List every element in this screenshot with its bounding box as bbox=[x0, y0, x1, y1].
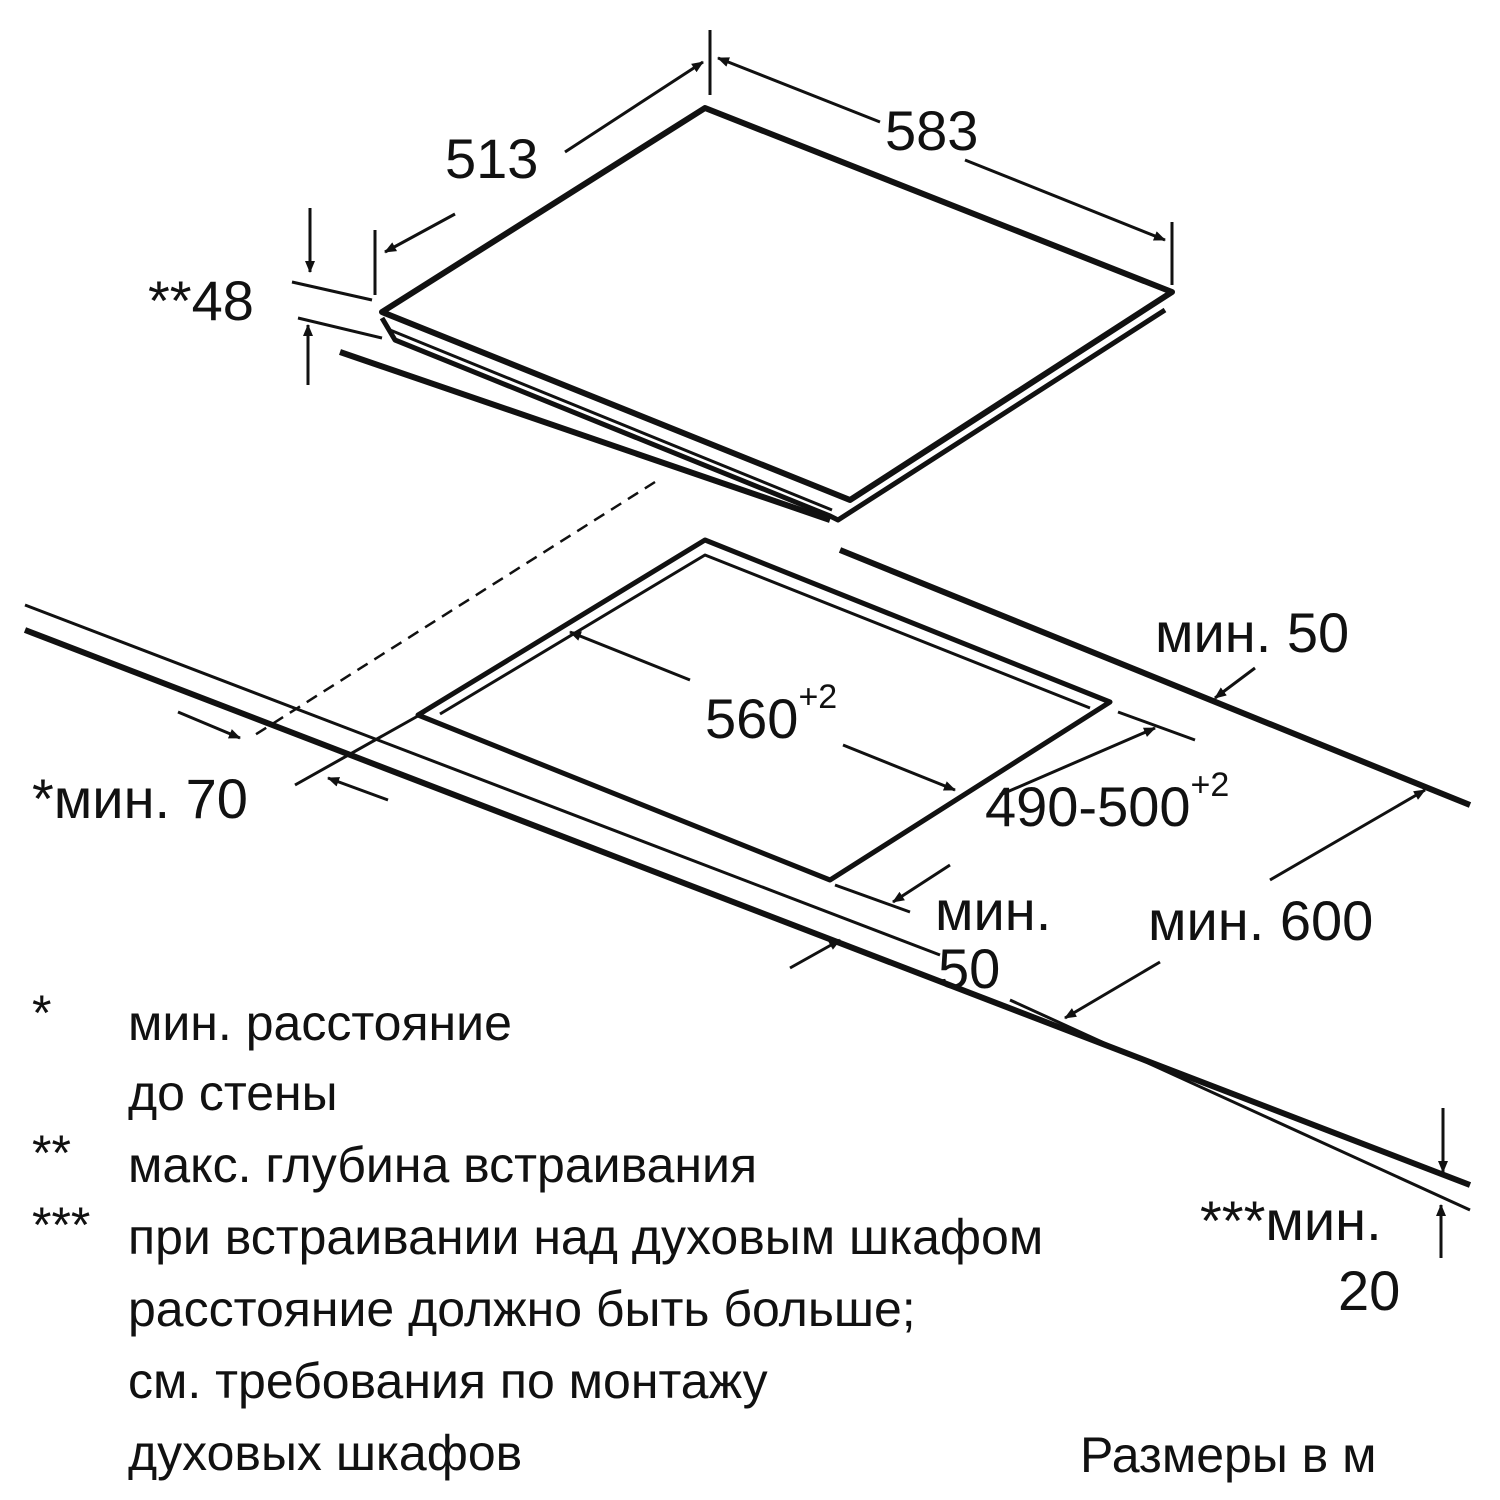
legend-text: расстояние должно быть больше; bbox=[128, 1281, 916, 1337]
front-clearance-arrow bbox=[789, 938, 841, 970]
cooktop-drawing bbox=[339, 105, 1175, 523]
dimension-arrow bbox=[564, 60, 704, 154]
label-front-min-a: мин. bbox=[935, 879, 1051, 942]
label-48: **48 bbox=[148, 269, 254, 332]
dimension-560 bbox=[569, 630, 956, 792]
dimension-arrow bbox=[999, 726, 1156, 797]
worktop-front-edge bbox=[23, 627, 1472, 1188]
legend-text: духовых шкафов bbox=[128, 1425, 522, 1481]
dimension-min-20 bbox=[1436, 1108, 1448, 1258]
label-513: 513 bbox=[445, 127, 538, 190]
dimension-arrow bbox=[1269, 788, 1426, 882]
legend-text: до стены bbox=[128, 1065, 338, 1121]
label-back-min-50: мин. 50 bbox=[1155, 601, 1349, 664]
cooktop-lower-edge bbox=[379, 307, 1167, 523]
legend-mark: ** bbox=[32, 1125, 71, 1181]
back-clearance-arrow bbox=[1214, 666, 1256, 700]
legend: * мин. расстояние до стены ** макс. глуб… bbox=[32, 985, 1043, 1481]
dimension-arrow bbox=[892, 863, 951, 904]
dimension-48 bbox=[291, 208, 383, 385]
label-min-20-b: 20 bbox=[1338, 1259, 1400, 1322]
legend-text: см. требования по монтажу bbox=[128, 1353, 768, 1409]
worktop-front-edge-top bbox=[24, 603, 941, 957]
dimension-arrow bbox=[842, 743, 956, 792]
label-min-70: *мин. 70 bbox=[32, 767, 248, 830]
cutout-inner bbox=[439, 553, 1091, 716]
cooktop-top-surface bbox=[379, 105, 1175, 503]
dimension-arrow bbox=[569, 630, 691, 682]
dimension-arrow bbox=[327, 776, 389, 802]
extension-line bbox=[1117, 710, 1196, 742]
leader-line bbox=[294, 710, 426, 787]
dimension-arrow bbox=[384, 212, 456, 254]
dimension-490-500 bbox=[834, 710, 1196, 914]
legend-mark: *** bbox=[32, 1197, 90, 1253]
worktop-drawing bbox=[23, 537, 1472, 1212]
label-490-500: 490-500+2 bbox=[985, 766, 1229, 838]
cooktop-base-line bbox=[339, 349, 831, 523]
legend-text: макс. глубина встраивания bbox=[128, 1137, 757, 1193]
dimension-arrow bbox=[964, 158, 1166, 242]
extension-line bbox=[291, 280, 373, 302]
cooktop-body-line bbox=[389, 328, 833, 512]
dimension-583 bbox=[717, 56, 1174, 285]
label-560: 560+2 bbox=[705, 678, 837, 750]
dimension-min-70 bbox=[177, 710, 426, 802]
dimension-arrow bbox=[177, 710, 241, 740]
dimension-513 bbox=[373, 30, 712, 295]
label-583: 583 bbox=[885, 99, 978, 162]
worktop-back-edge bbox=[838, 547, 1472, 808]
cutout-outer bbox=[415, 537, 1113, 883]
legend-mark: * bbox=[32, 985, 51, 1041]
label-min-20-a: ***мин. bbox=[1200, 1189, 1382, 1252]
legend-text: мин. расстояние bbox=[128, 995, 512, 1051]
worktop-front-lower-edge bbox=[1009, 998, 1471, 1212]
dimension-min-600 bbox=[1064, 788, 1426, 1020]
label-min-600: мин. 600 bbox=[1148, 889, 1373, 952]
label-front-min-b: 50 bbox=[938, 937, 1000, 1000]
legend-text: при встраивании над духовым шкафом bbox=[128, 1209, 1043, 1265]
dimension-arrow bbox=[717, 56, 881, 124]
units-label: Размеры в м bbox=[1080, 1427, 1377, 1483]
extension-line bbox=[297, 316, 383, 340]
dimension-arrow bbox=[1064, 960, 1161, 1020]
extension-line bbox=[834, 883, 911, 914]
